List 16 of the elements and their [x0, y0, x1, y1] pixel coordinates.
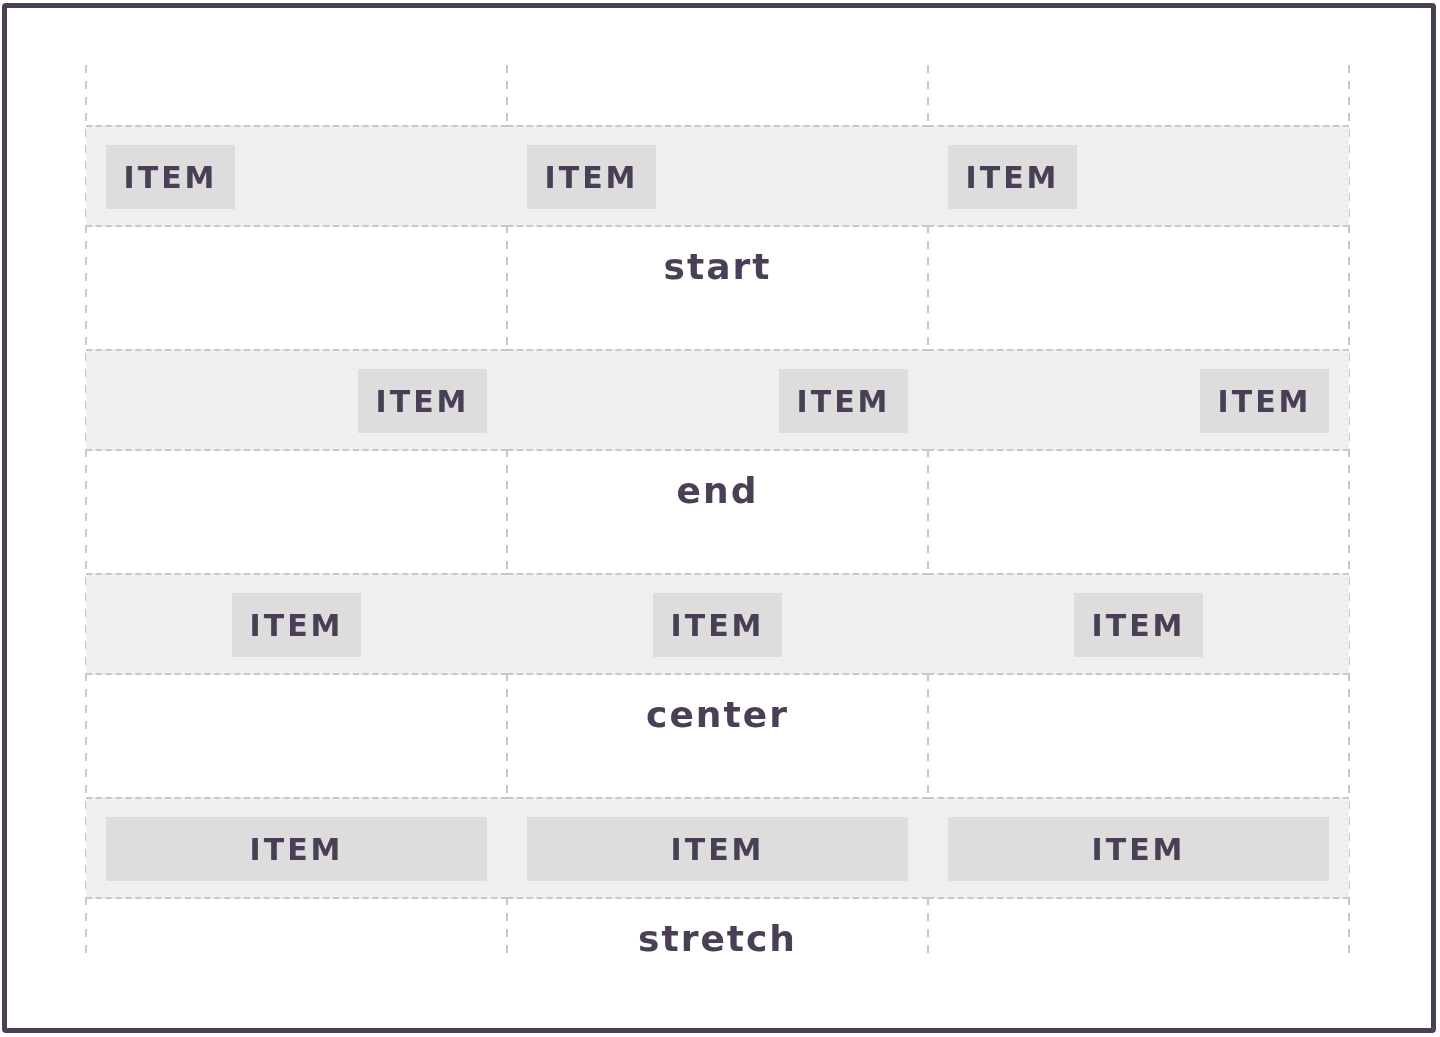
grid-item: ITEM — [106, 145, 235, 209]
grid-item: ITEM — [779, 369, 908, 433]
grid-item: ITEM — [106, 817, 487, 881]
alignment-label: stretch — [638, 921, 797, 957]
alignment-label: start — [663, 249, 772, 285]
grid-item: ITEM — [1074, 593, 1203, 657]
grid-item: ITEM — [527, 145, 656, 209]
alignment-label: end — [676, 473, 759, 509]
grid-item: ITEM — [527, 817, 908, 881]
grid-item: ITEM — [653, 593, 782, 657]
grid-item: ITEM — [948, 145, 1077, 209]
grid-item: ITEM — [232, 593, 361, 657]
grid-item: ITEM — [948, 817, 1329, 881]
alignment-label: center — [646, 697, 789, 733]
grid-item: ITEM — [358, 369, 487, 433]
grid-item: ITEM — [1200, 369, 1329, 433]
